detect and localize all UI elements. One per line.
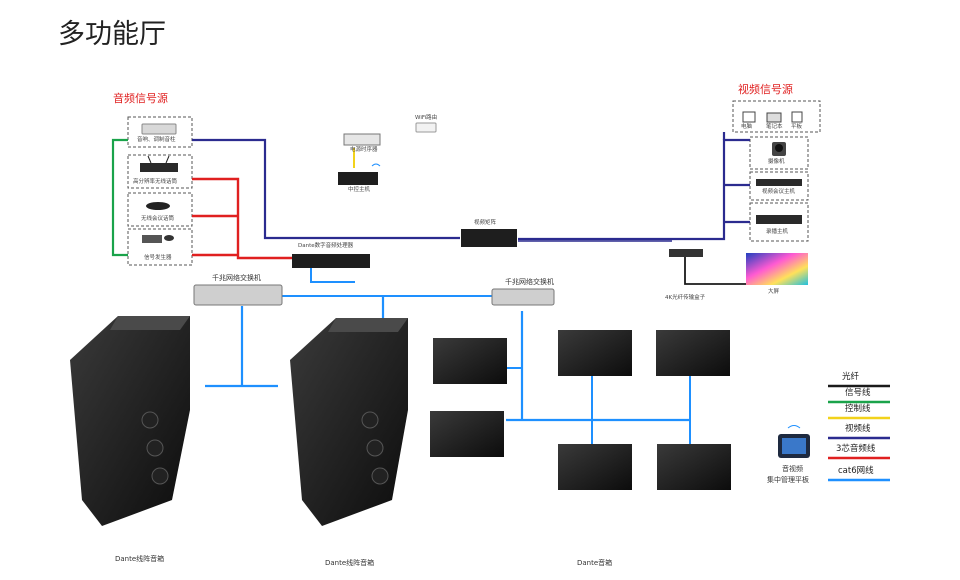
box-speaker-1	[433, 338, 507, 384]
network-line-processor	[310, 268, 355, 283]
video-source-label-recording: 录播主机	[766, 229, 789, 235]
box-speaker-label: Dante音箱	[577, 559, 613, 567]
video-source-label-camera: 摄像机	[768, 159, 785, 165]
fiber-box-label: 4K光纤传输盒子	[665, 295, 706, 301]
signal-line	[111, 138, 128, 257]
recording-host-device	[756, 215, 802, 224]
audio-source-box-2	[127, 154, 193, 189]
video-source-title: 视频信号源	[738, 83, 793, 96]
video-source-top-box	[732, 100, 821, 133]
cables	[111, 132, 750, 446]
video-source-label-tablet: 平板	[791, 124, 803, 130]
tablet-wifi-icon	[787, 425, 801, 429]
left-line-array	[70, 316, 190, 526]
audio-source-box-4	[127, 228, 193, 266]
audio-line-1	[192, 177, 292, 260]
legend-audio: 3芯音频线	[836, 444, 876, 454]
legend-video: 视频线	[845, 424, 871, 434]
pc-icon	[742, 111, 756, 123]
audio-source-label-4: 信号发生器	[144, 255, 172, 261]
wifi-router-device	[415, 122, 437, 133]
audio-device-2	[140, 163, 178, 172]
audio-source-box-1	[127, 116, 193, 148]
video-matrix-label: 视频矩阵	[474, 220, 497, 226]
audio-device-4	[142, 235, 162, 243]
box-speaker-6	[657, 444, 731, 490]
video-source-label-conference: 视频会议主机	[762, 189, 796, 195]
display-screen	[746, 253, 808, 285]
tablet-device-icon	[791, 111, 803, 123]
video-line-left	[192, 138, 460, 240]
tablet-label-line2: 集中管理平板	[767, 476, 809, 484]
dante-processor-label: Dante数字音频处理器	[298, 243, 354, 249]
video-matrix-device	[461, 229, 517, 247]
fiber-box-device	[669, 249, 703, 257]
audio-source-label-2: 高分辨率无线话筒	[133, 179, 178, 185]
legend-lines	[828, 384, 890, 482]
laptop-icon	[766, 112, 782, 123]
controller-wifi-icon	[371, 163, 381, 167]
box-speakers	[430, 330, 731, 490]
left-switch-device	[193, 284, 283, 306]
conference-host-device	[756, 179, 802, 186]
box-speaker-4	[430, 411, 504, 457]
controller-label: 中控主机	[348, 187, 371, 193]
display-label: 大屏	[768, 289, 780, 295]
legend-network: cat6网线	[838, 466, 874, 476]
legend-signal: 信号线	[845, 388, 871, 398]
dante-processor-device	[292, 254, 370, 268]
right-switch-label: 千兆网络交换机	[505, 278, 554, 286]
central-controller-device	[338, 172, 378, 185]
audio-device-3	[146, 202, 170, 210]
video-source-label-pc: 电脑	[741, 124, 753, 130]
video-line-right	[518, 138, 750, 241]
audio-source-group	[127, 116, 193, 266]
audio-source-label-3: 无线会议话筒	[141, 216, 175, 222]
audio-source-title: 音频信号源	[113, 92, 168, 105]
power-sequencer-device	[343, 133, 381, 146]
legend-control: 控制线	[845, 404, 871, 414]
box-speaker-2	[558, 330, 632, 376]
right-switch-device	[491, 288, 555, 306]
middle-line-array	[290, 318, 408, 526]
video-source-group	[732, 100, 821, 242]
wifi-router-label: WiFi路由	[415, 115, 438, 121]
audio-source-label-1: 音响、调制音柱	[137, 137, 176, 143]
audio-device-1	[141, 123, 177, 135]
audio-source-box-3	[127, 192, 193, 227]
legend-fiber: 光纤	[842, 372, 860, 382]
left-switch-label: 千兆网络交换机	[212, 274, 261, 282]
center-devices	[193, 122, 808, 306]
middle-line-array-label: Dante线阵音箱	[325, 559, 375, 567]
left-line-array-label: Dante线阵音箱	[115, 555, 165, 563]
tablet-label-line1: 音视频	[782, 465, 803, 473]
page-title: 多功能厅	[58, 19, 166, 50]
power-sequencer-label: 电源时序器	[350, 147, 378, 153]
box-speaker-5	[558, 444, 632, 490]
fiber-line	[684, 255, 746, 285]
box-speaker-3	[656, 330, 730, 376]
video-source-label-laptop: 笔记本	[766, 124, 783, 130]
